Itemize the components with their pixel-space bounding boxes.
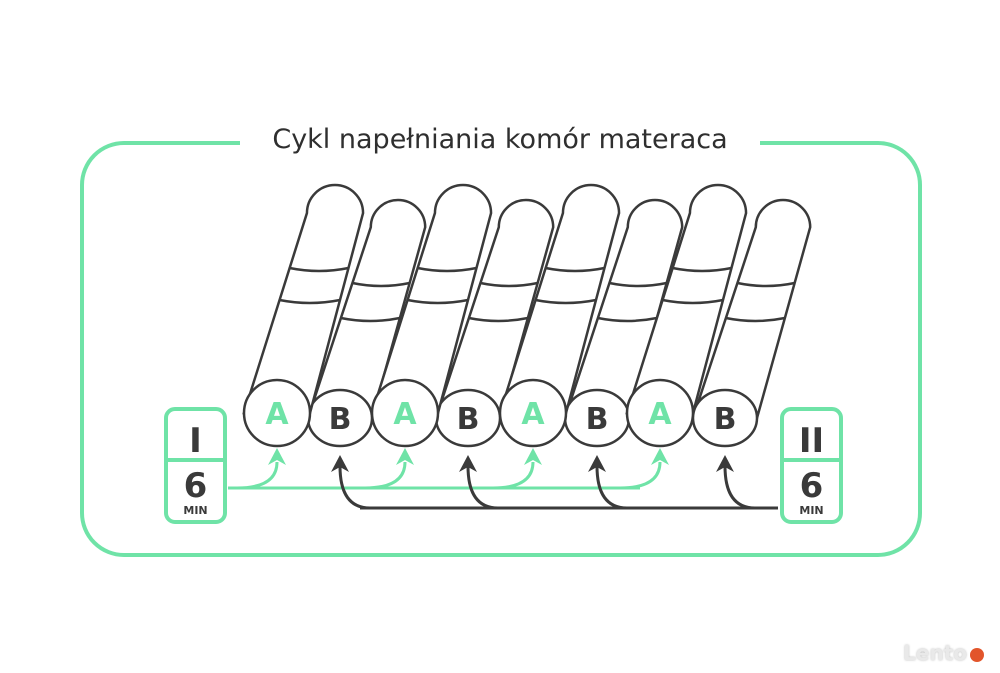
chamber-2: B — [306, 198, 427, 448]
chamber-label: B — [586, 402, 609, 437]
arrowhead-icon — [396, 448, 414, 465]
watermark-text: Lento — [903, 641, 967, 665]
chamber-label: B — [714, 402, 737, 437]
phase-box-1: I 6 MIN — [164, 407, 227, 524]
arrowhead-icon — [524, 448, 542, 465]
chamber-label: A — [648, 397, 672, 432]
arrowhead-icon — [716, 455, 734, 472]
arrowhead-icon — [459, 455, 477, 472]
watermark-logo-icon — [970, 647, 984, 662]
phase-1-numeral: I — [189, 421, 202, 461]
phase-2-duration: 6 — [800, 466, 824, 506]
chamber-5: A — [498, 183, 621, 448]
phase-2-arrows — [331, 455, 778, 510]
chamber-3: A — [370, 183, 493, 448]
phase-1-arrows — [228, 448, 669, 490]
chamber-1: A — [242, 183, 365, 448]
chamber-7: A — [625, 183, 748, 448]
arrowhead-icon — [268, 448, 286, 465]
phase-2-unit: MIN — [799, 504, 823, 517]
arrowhead-icon — [588, 455, 606, 472]
chamber-label: B — [457, 402, 480, 437]
chamber-label: A — [393, 397, 417, 432]
phase-1-duration: 6 — [184, 466, 208, 506]
chamber-label: A — [521, 397, 545, 432]
phase-1-unit: MIN — [183, 504, 207, 517]
diagram-title: Cykl napełniania komór materaca — [240, 124, 760, 155]
chamber-4: B — [434, 198, 555, 448]
chamber-8: B — [691, 198, 812, 448]
arrowhead-icon — [331, 455, 349, 472]
phase-2-numeral: II — [799, 421, 824, 461]
chamber-label: A — [265, 397, 289, 432]
arrowhead-icon — [651, 448, 669, 465]
watermark: Lento — [903, 641, 984, 665]
chamber-label: B — [329, 402, 352, 437]
phase-box-2: II 6 MIN — [780, 407, 843, 524]
